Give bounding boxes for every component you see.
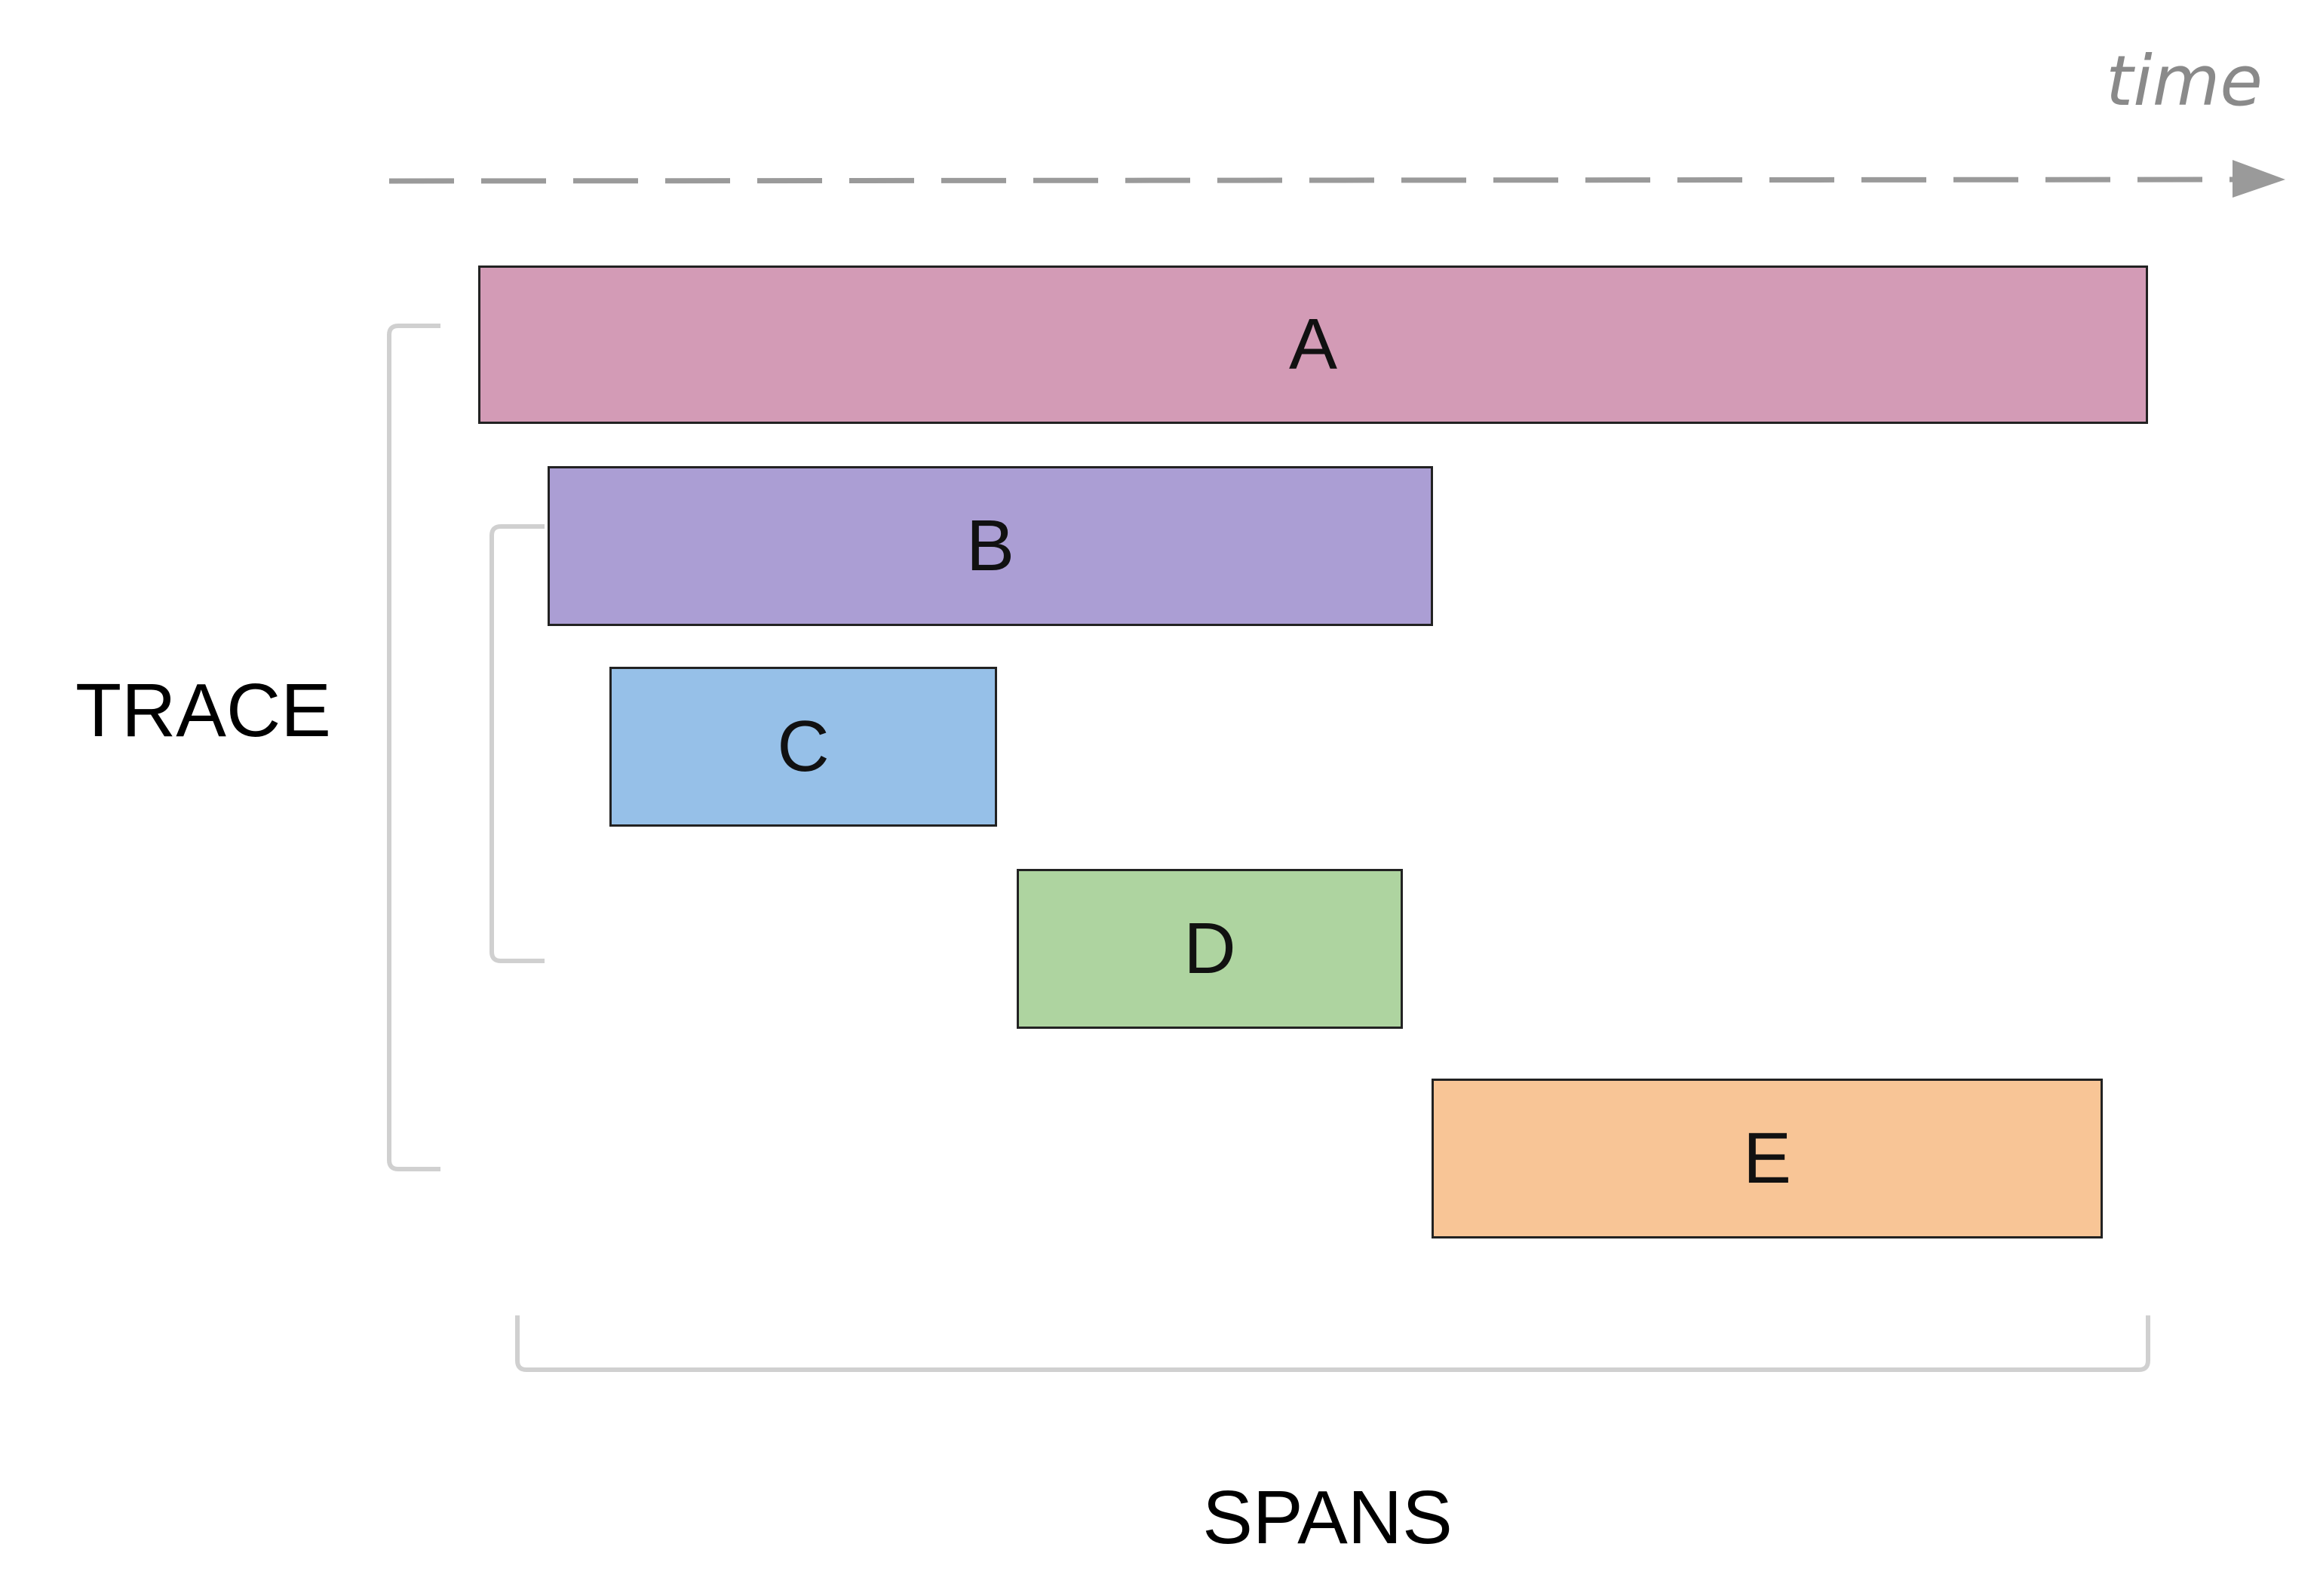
trace-bracket bbox=[387, 324, 440, 1171]
span-b[interactable]: B bbox=[548, 466, 1433, 626]
span-e[interactable]: E bbox=[1432, 1079, 2103, 1238]
time-axis-line bbox=[388, 176, 2233, 184]
spans-bracket bbox=[515, 1315, 2150, 1372]
child-spans-bracket bbox=[489, 524, 545, 963]
span-b-label: B bbox=[965, 505, 1015, 586]
span-d[interactable]: D bbox=[1017, 869, 1403, 1029]
span-e-label: E bbox=[1742, 1118, 1792, 1199]
spans-label: SPANS bbox=[1202, 1475, 1453, 1560]
time-axis-label: time bbox=[2106, 41, 2263, 121]
span-a-label: A bbox=[1288, 304, 1338, 385]
span-a[interactable]: A bbox=[478, 265, 2148, 424]
time-axis-arrowhead bbox=[2233, 160, 2285, 198]
span-c[interactable]: C bbox=[609, 667, 997, 827]
span-c-label: C bbox=[777, 706, 830, 787]
trace-label: TRACE bbox=[75, 668, 331, 753]
span-d-label: D bbox=[1183, 908, 1236, 989]
